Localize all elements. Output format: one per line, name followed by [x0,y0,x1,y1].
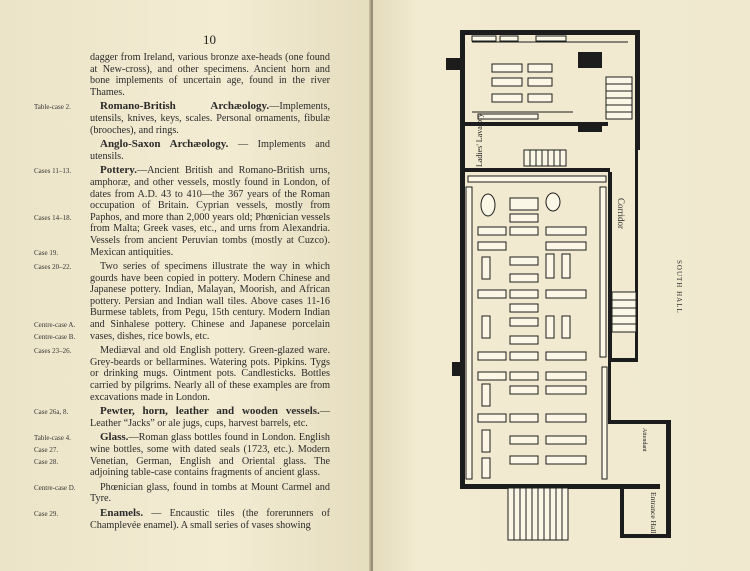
catalogue-text: dagger from Ireland, various bronze axe-… [0,52,371,534]
entry-heading: Pewter, horn, leather and wooden vessels… [100,405,320,418]
plan-north-entrance [446,58,462,70]
plan-pillar-mid [578,122,602,132]
label-attendant: Attendant [641,428,647,452]
plan-cases-wall-top [467,175,607,183]
entry-heading: Anglo-Saxon Archæology. [100,138,229,151]
entry-text: —Ancient British and Romano-British urns… [90,165,330,258]
plan-entrance-steps [507,487,569,541]
plan-outer-wall-top [460,30,640,35]
entry-heading: Romano-British Archæology. [100,100,270,113]
case-reference: Case 28. [34,457,59,466]
catalogue-entry: Anglo-Saxon Archæology. — Implements and… [0,138,371,162]
entry-paragraph: Two series of specimens illustrate the w… [90,261,330,342]
plan-wall-annex-top [608,420,670,424]
plan-stairs-middle [523,149,567,167]
case-reference: Case 29. [34,509,59,518]
catalogue-entry: Cases 11–13. Cases 14–18. Case 19. Pottery.… [0,165,371,258]
entry-text: —Roman glass bottles found in London. En… [90,432,330,479]
entry-paragraph: Glass.—Roman glass bottles found in Lond… [90,431,330,479]
label-south-hall: SOUTH HALL [675,260,683,314]
entry-text: —Leather “Jacks” or ale jugs, cups, harv… [90,406,330,429]
case-reference: Case 19. [34,248,59,257]
entry-text: — Encaustic tiles (the forerunners of Ch… [90,507,330,531]
label-ladies-lavatory: Ladies' Lavatory [475,113,484,167]
case-reference: Centre-case D. [34,483,76,492]
plan-wall-entrance-bottom [620,534,670,538]
museum-floor-plan: Ladies' Lavatory Corridor Entrance Hall … [446,30,671,541]
entry-text: Two series of specimens illustrate the w… [90,261,330,342]
plan-pillar-upper [578,52,602,68]
right-page [373,0,750,571]
entry-paragraph: Enamels. — Encaustic tiles (the forerunn… [90,506,330,531]
entry-heading: Enamels. [100,506,144,519]
entry-text: Phœnician glass, found in tombs at Mount… [90,481,330,505]
catalogue-entry: Case 26a, 8. Pewter, horn, leather and wo… [0,405,371,429]
page-number: 10 [203,32,216,47]
case-reference: Cases 20–22. [34,263,72,272]
plan-outer-wall-right-upper [635,30,640,150]
catalogue-entry: Cases 23–26. Mediæval and old English pot… [0,345,371,403]
case-reference: Case 26a, 8. [34,408,69,417]
entry-heading: Glass. [100,431,129,444]
book-gutter [369,0,375,571]
entry-paragraph: dagger from Ireland, various bronze axe-… [90,52,330,98]
plan-wall-entrance-left [620,484,624,538]
plan-pillar-left [452,362,462,376]
case-reference: Case 27. [34,446,59,454]
case-reference: Cases 23–26. [34,347,72,356]
plan-cases-centre [477,192,587,479]
plan-outer-wall-left [460,30,465,488]
plan-wall-bottom [460,484,660,489]
plan-stairs-north [605,76,633,120]
plan-stairs-corridor [611,291,637,333]
label-corridor: Corridor [616,198,626,229]
catalogue-entry: Table-case 4. Case 27. Case 28. Glass.—Roma… [0,431,371,479]
plan-wall-lavatory-bottom [460,168,610,172]
plan-wall-lower-right-side [608,362,611,420]
entry-heading: Pottery. [100,164,137,177]
entry-paragraph: Anglo-Saxon Archæology. — Implements and… [90,138,330,162]
entry-paragraph: Pewter, horn, leather and wooden vessels… [90,405,330,429]
plan-cases-wall-left [465,186,473,480]
catalogue-entry: Cases 20–22. Centre-case A. Centre-case B.… [0,261,371,342]
catalogue-entry: dagger from Ireland, various bronze axe-… [0,52,371,98]
catalogue-entry: Table-case 2. Romano-British Archæology.—… [0,101,371,136]
plan-wall-corridor [608,172,612,358]
label-entrance-hall: Entrance Hall [649,492,658,533]
plan-cases-top-room [471,35,567,120]
plan-outer-wall-right [635,150,638,360]
entry-text: — Implements and utensils. [90,139,330,162]
case-reference: Cases 11–13. [34,167,72,176]
entry-text: dagger from Ireland, various bronze axe-… [90,52,330,98]
left-page: 10 dagger from Ireland, various bronze a… [0,0,371,571]
catalogue-entry: Centre-case D. Phœnician glass, found in … [0,482,371,505]
plan-wall-top-room [460,122,608,126]
entry-spacer [0,531,371,534]
plan-cases-wall-right [599,186,608,480]
entry-paragraph: Romano-British Archæology.—Implements, u… [90,101,330,136]
case-reference: Centre-case A. [34,321,76,330]
catalogue-entry: Case 29. Enamels. — Encaustic tiles (the … [0,506,371,531]
case-reference: Cases 14–18. [34,213,72,222]
entry-paragraph: Phœnician glass, found in tombs at Mount… [90,482,330,505]
case-reference: Table-case 4. [34,434,71,443]
entry-paragraph: Pottery.—Ancient British and Romano-Brit… [90,165,330,258]
entry-text: Mediæval and old English pottery. Green-… [90,345,330,403]
case-reference: Centre-case B. [34,332,76,341]
plan-wall-lower-right [608,358,638,362]
entry-text: —Implements, utensils, knives, keys, sca… [90,101,330,136]
entry-paragraph: Mediæval and old English pottery. Green-… [90,345,330,403]
plan-wall-annex-right [666,420,671,538]
case-reference: Table-case 2. [34,103,71,112]
